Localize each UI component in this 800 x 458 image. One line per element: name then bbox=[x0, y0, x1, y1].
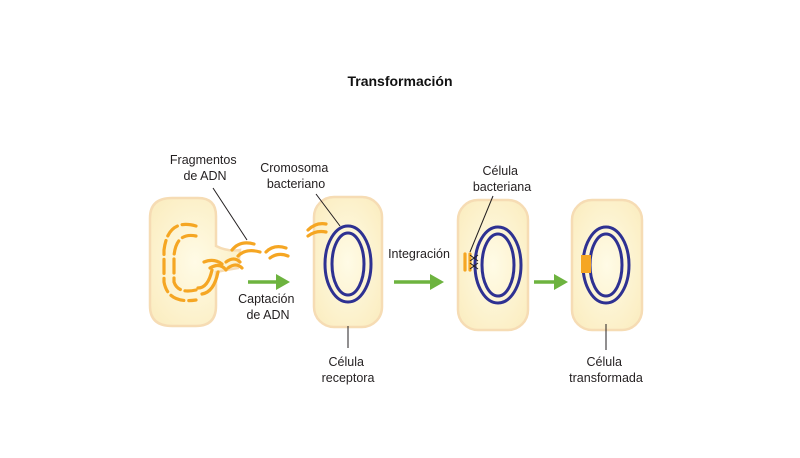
donor-dna-inner bbox=[172, 233, 198, 293]
integrated-dna-segment bbox=[581, 255, 591, 273]
recipient-cell bbox=[306, 195, 384, 329]
label-fragments: Fragmentos de ADN bbox=[170, 153, 240, 183]
diagram-title: Transformación bbox=[347, 73, 452, 89]
label-chromosome: Cromosoma bacteriano bbox=[260, 161, 332, 191]
label-transformed: Célula transformada bbox=[569, 355, 643, 385]
free-dna-fragments bbox=[224, 241, 290, 270]
leader-fragments bbox=[212, 187, 248, 241]
label-bacterial-cell: Célula bacteriana bbox=[473, 164, 531, 194]
uptake-arrow bbox=[248, 274, 290, 290]
transformed-cell bbox=[570, 198, 644, 332]
donor-dna-outer bbox=[162, 222, 198, 303]
label-uptake: Captación de ADN bbox=[238, 292, 298, 322]
label-integration: Integración bbox=[388, 247, 450, 261]
result-arrow bbox=[534, 274, 568, 290]
leader-chromosome bbox=[315, 193, 341, 227]
recipient-chromosome-inner bbox=[330, 231, 366, 297]
integrating-cell bbox=[456, 198, 530, 332]
donor-cell bbox=[148, 196, 242, 328]
label-recipient: Célula receptora bbox=[322, 355, 375, 385]
crossover-mark bbox=[469, 254, 479, 270]
integration-arrow bbox=[394, 274, 444, 290]
leader-bacterial-cell bbox=[469, 195, 494, 253]
recipient-chromosome-outer bbox=[323, 224, 373, 304]
integrating-chromosome-inner bbox=[480, 232, 516, 298]
